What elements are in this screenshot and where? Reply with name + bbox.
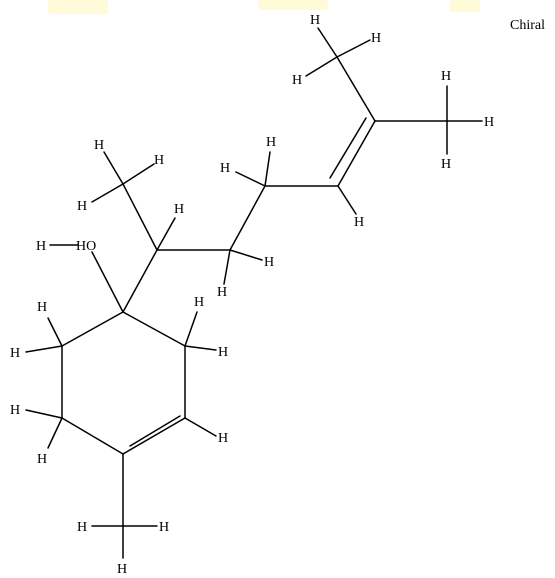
bond-c7-methyl	[122, 183, 158, 251]
atom-h: H	[218, 431, 228, 446]
bond-c6-c1	[122, 311, 186, 347]
atom-h: H	[37, 300, 47, 315]
bond-c4-c5-double	[129, 415, 181, 447]
bond-c1-c7	[122, 249, 158, 313]
atom-h: H	[174, 202, 184, 217]
atom-h: H	[292, 73, 302, 88]
watermark-tints	[48, 0, 480, 14]
atom-h: H	[371, 31, 381, 46]
atom-h: H	[94, 138, 104, 153]
hydrogen-bonds	[25, 27, 483, 559]
bond-c8-c9	[229, 185, 266, 251]
atom-h: H	[117, 562, 127, 577]
atom-h: H	[77, 199, 87, 214]
atom-o-hydroxyl: HO	[76, 239, 96, 254]
atom-h: H	[220, 161, 230, 176]
atom-h: H	[354, 215, 364, 230]
atom-h: H	[264, 255, 274, 270]
bond-c10-c11-double	[329, 117, 367, 179]
atom-h: H	[10, 403, 20, 418]
bond-c4-c5	[122, 417, 186, 455]
atom-labels: H HO H H H H H H H H H H H H H H H H H H…	[10, 13, 494, 577]
bond-c3-c4	[61, 417, 124, 455]
bond-c10-c11	[337, 120, 376, 187]
atom-h: H	[37, 452, 47, 467]
atom-h: H	[77, 520, 87, 535]
atom-h: H	[266, 135, 276, 150]
chiral-label: Chiral	[510, 18, 545, 33]
bond-c11-methyl-a	[336, 56, 376, 122]
atom-h: H	[154, 153, 164, 168]
atom-h: H	[310, 13, 320, 28]
atom-h: H	[217, 285, 227, 300]
atom-h: H	[484, 115, 494, 130]
atom-h: H	[441, 69, 451, 84]
atom-h-hydroxyl: H	[36, 239, 46, 254]
atom-h: H	[218, 345, 228, 360]
atom-h: H	[10, 346, 20, 361]
atom-h: H	[441, 157, 451, 172]
bond-c1-o	[91, 251, 124, 313]
atom-h: H	[194, 295, 204, 310]
atom-h: H	[159, 520, 169, 535]
bond-c1-c2	[61, 311, 124, 347]
bonds	[49, 56, 448, 527]
